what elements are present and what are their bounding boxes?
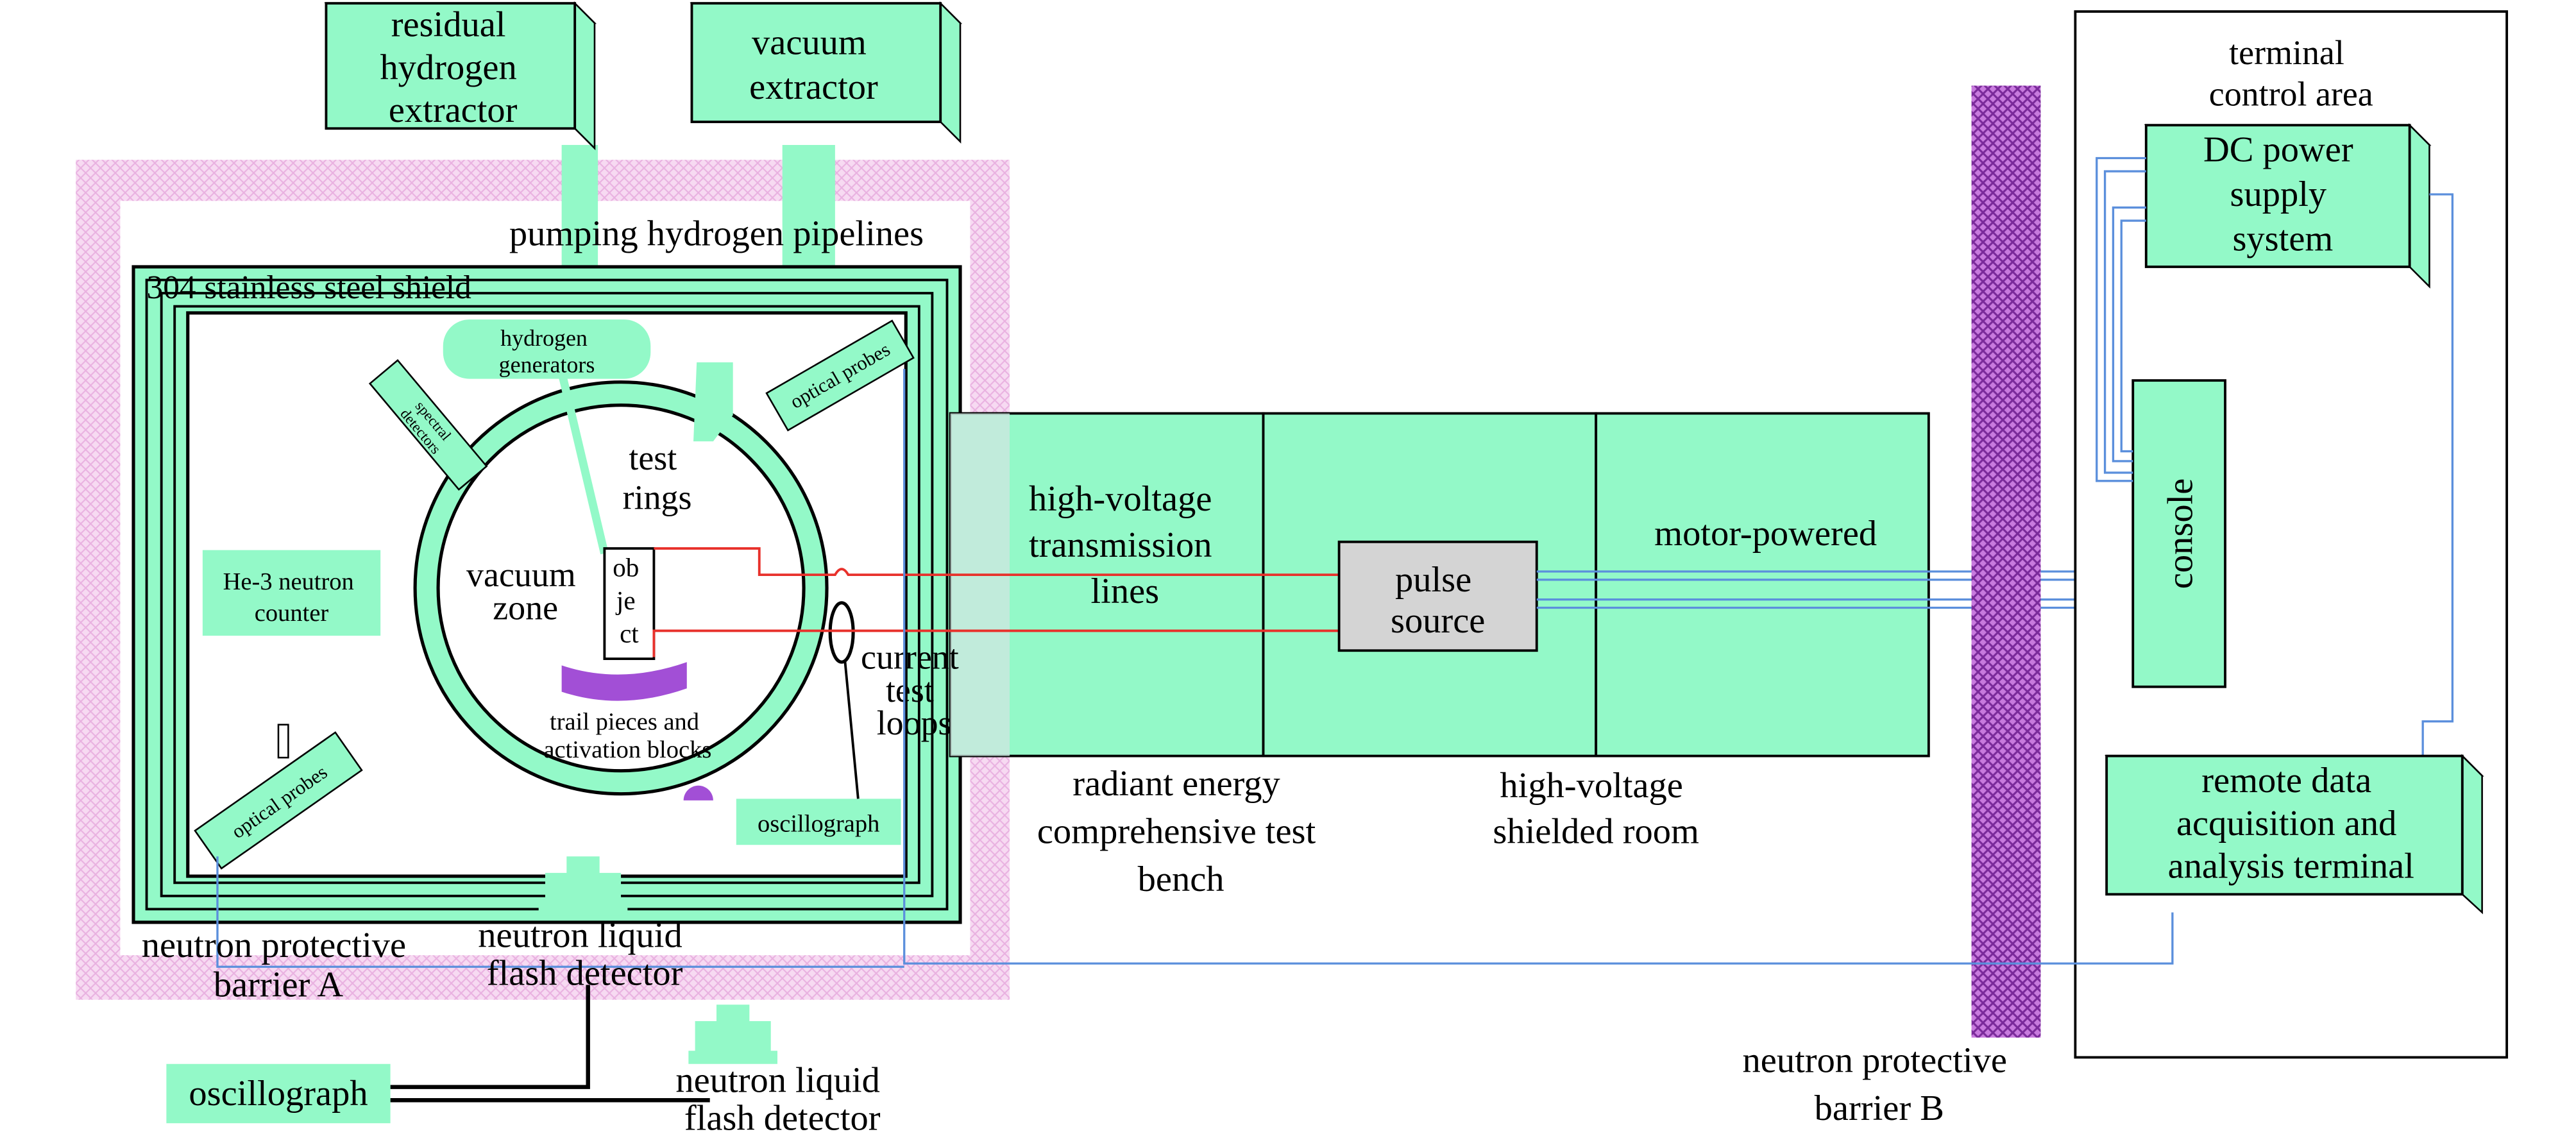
test-rings-label: test rings <box>623 439 692 517</box>
dc-power-supply <box>2144 123 2432 289</box>
current-test-loop <box>828 601 855 664</box>
residual-hydrogen-extractor <box>324 1 597 151</box>
probe-stem <box>277 724 289 759</box>
console <box>2131 379 2226 688</box>
vacuum-extractor-label: vacuum extractor <box>749 23 878 107</box>
barrier-overlap <box>950 413 1010 756</box>
oscillograph-outer <box>166 1063 391 1124</box>
radiant-bench-label: radiant energy comprehensive test bench <box>1037 764 1325 899</box>
dc-power-label: DC power supply system <box>2203 130 2362 259</box>
pumping-pipelines-label: pumping hydrogen pipelines <box>509 214 924 254</box>
neutron-liquid-flash-detector-1 <box>538 856 628 916</box>
hv-transmission-label: high-voltage transmission lines <box>1029 479 1221 611</box>
trail-pieces-label: trail pieces and activation blocks <box>543 709 711 764</box>
object-label: ob je ct <box>613 553 645 648</box>
current-test-loops-label: current test loops <box>861 638 967 742</box>
oscillograph-inner <box>736 799 901 845</box>
flash-detector-1-label: neutron liquid flash detector <box>478 915 691 993</box>
pipe-inlet <box>693 362 733 442</box>
flash-detector-2-label: neutron liquid flash detector <box>675 1060 889 1138</box>
red-hv-wires <box>652 547 1339 657</box>
remote-data-terminal <box>2105 754 2484 915</box>
terminal-control-label: terminal control area <box>2209 33 2373 113</box>
neutron-liquid-flash-detector-2 <box>688 1004 778 1064</box>
neutron-barrier-b-label: neutron protective barrier B <box>1743 1041 2017 1128</box>
remote-data-label: remote data acquisition and analysis ter… <box>2168 761 2414 886</box>
loop-to-oscillograph-wire <box>843 660 860 799</box>
console-label: console <box>2161 478 2201 589</box>
blue-power-lines <box>2096 157 2454 758</box>
vacuum-zone-label: vacuum zone <box>466 555 584 627</box>
hydrogen-generators-label: hydrogen generators <box>499 325 595 377</box>
oscillograph-outer-label: oscillograph <box>189 1074 368 1113</box>
he3-neutron-counter <box>202 550 381 636</box>
small-arc-marker <box>683 785 713 800</box>
oscillograph-wires <box>390 985 710 1103</box>
vacuum-extractor <box>690 1 963 144</box>
steel-shield-label: 304 stainless steel shield <box>147 269 472 306</box>
residual-hydrogen-pipe <box>561 144 598 277</box>
hv-shielded-room-label: high-voltage shielded room <box>1493 766 1699 852</box>
blue-probe-lines <box>216 369 2174 968</box>
motor-powered-room <box>1595 412 1930 758</box>
neutron-barrier-b <box>1971 85 2041 1038</box>
test-object <box>603 547 656 661</box>
trail-pieces <box>561 662 687 701</box>
motor-powered-label: motor-powered <box>1654 514 1877 554</box>
hydrogen-generators <box>443 319 651 379</box>
pulse-source <box>1337 540 1538 652</box>
neutron-barrier-a-label: neutron protective barrier A <box>142 926 416 1005</box>
oscillograph-inner-label: oscillograph <box>758 811 879 838</box>
residual-extractor-label: residual hydrogen extractor <box>380 4 525 130</box>
he3-label: He-3 neutron counter <box>223 568 360 627</box>
pulse-source-label: pulse source <box>1391 560 1485 641</box>
hydrogen-feed-line <box>557 371 609 555</box>
